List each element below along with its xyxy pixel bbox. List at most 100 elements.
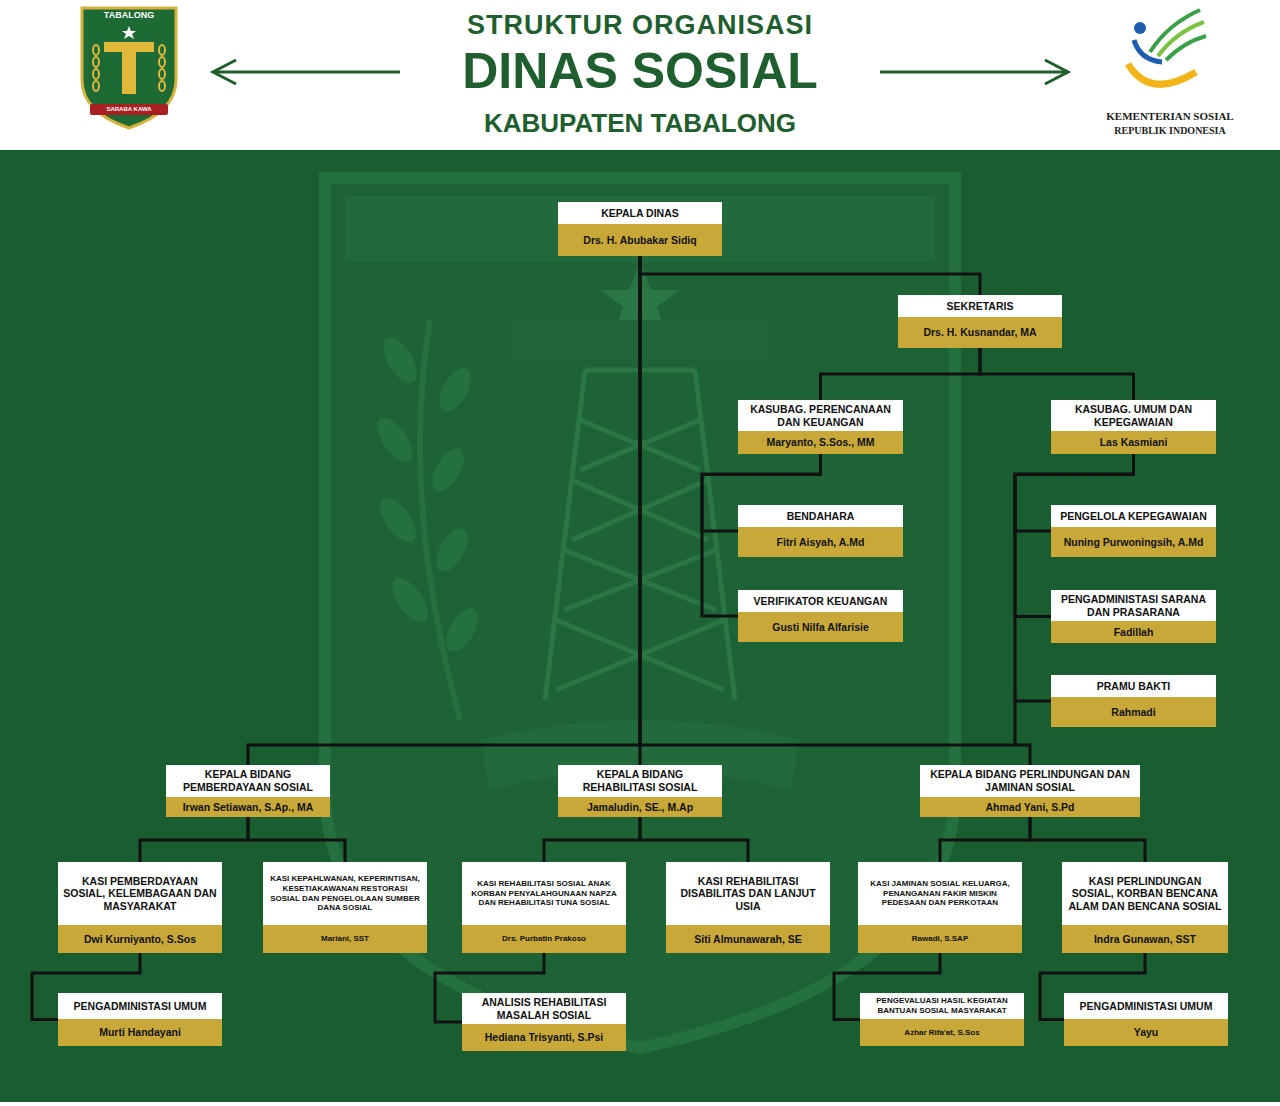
org-connector: [640, 256, 980, 295]
position-title: KASI REHABILITASI DISABILITAS DAN LANJUT…: [666, 862, 830, 925]
org-box: PENGADMINISTASI UMUMMurti Handayani: [58, 993, 222, 1046]
position-title: PENGELOLA KEPEGAWAIAN: [1051, 505, 1216, 527]
org-connector: [1015, 454, 1134, 701]
position-title: PENGADMINISTASI SARANA DAN PRASARANA: [1051, 590, 1216, 621]
org-box: KEPALA BIDANG PEMBERDAYAAN SOSIALIrwan S…: [166, 765, 330, 817]
org-box: KASUBAG. PERENCANAAN DAN KEUANGANMaryant…: [738, 400, 903, 454]
arrow-head: [1045, 60, 1068, 84]
chart-title: STRUKTUR ORGANISASI: [340, 12, 940, 39]
org-box: KASI REHABILITASI DISABILITAS DAN LANJUT…: [666, 862, 830, 953]
chain-link: [93, 81, 99, 91]
org-connector: [821, 348, 981, 400]
main-title: DINAS SOSIAL: [340, 46, 940, 96]
official-name: Drs. Purbatin Prakoso: [462, 925, 626, 953]
org-box: SEKRETARISDrs. H. Kusnandar, MA: [898, 295, 1062, 348]
position-title: BENDAHARA: [738, 505, 903, 527]
chain-link: [159, 45, 165, 55]
org-box: PENGADMINISTASI UMUMYayu: [1064, 993, 1228, 1046]
position-title: KASUBAG. PERENCANAAN DAN KEUANGAN: [738, 400, 903, 431]
position-title: KASI REHABILITASI SOSIAL ANAK KORBAN PEN…: [462, 862, 626, 925]
org-box: BENDAHARAFitri Aisyah, A.Md: [738, 505, 903, 557]
official-name: Jamaludin, SE., M.Ap: [558, 797, 722, 817]
position-title: PENGEVALUASI HASIL KEGIATAN BANTUAN SOSI…: [860, 993, 1024, 1019]
org-box: KASI PEMBERDAYAAN SOSIAL, KELEMBAGAAN DA…: [58, 862, 222, 953]
org-box: KEPALA BIDANG REHABILITASI SOSIALJamalud…: [558, 765, 722, 817]
position-title: KEPALA BIDANG PERLINDUNGAN DAN JAMINAN S…: [920, 765, 1140, 797]
arrow-head: [213, 60, 236, 84]
chain-link: [93, 69, 99, 79]
official-name: Rahmadi: [1051, 697, 1216, 727]
org-box: KEPALA BIDANG PERLINDUNGAN DAN JAMINAN S…: [920, 765, 1140, 817]
official-name: Indra Gunawan, SST: [1062, 925, 1228, 953]
org-box: PENGELOLA KEPEGAWAIANNuning Purwoningsih…: [1051, 505, 1216, 557]
official-name: Irwan Setiawan, S.Ap., MA: [166, 797, 330, 817]
arrow-shaft: [880, 71, 1068, 74]
watermark-leaves: [370, 320, 484, 720]
ministry-name: KEMENTERIAN SOSIAL: [1070, 111, 1270, 122]
position-title: KASI PEMBERDAYAAN SOSIAL, KELEMBAGAAN DA…: [58, 862, 222, 925]
position-title: KEPALA BIDANG REHABILITASI SOSIAL: [558, 765, 722, 797]
official-name: Drs. H. Abubakar Sidiq: [558, 224, 722, 256]
official-name: Maryanto, S.Sos., MM: [738, 431, 903, 454]
org-box: PENGADMINISTASI SARANA DAN PRASARANAFadi…: [1051, 590, 1216, 643]
logo-ribbon: [90, 104, 168, 115]
position-title: VERIFIKATOR KEUANGAN: [738, 590, 903, 612]
logo-t: [122, 52, 136, 94]
position-title: ANALISIS REHABILITASI MASALAH SOSIAL: [462, 993, 626, 1024]
org-box: PENGEVALUASI HASIL KEGIATAN BANTUAN SOSI…: [860, 993, 1024, 1046]
official-name: Nuning Purwoningsih, A.Md: [1051, 527, 1216, 557]
official-name: Azhar Rifa'at, S.Sos: [860, 1019, 1024, 1046]
leaf: [385, 572, 434, 628]
leaf: [426, 443, 471, 497]
org-box: KASI PERLINDUNGAN SOSIAL, KORBAN BENCANA…: [1062, 862, 1228, 953]
org-box: VERIFIKATOR KEUANGANGusti Nilfa Alfarisi…: [738, 590, 903, 642]
official-name: Mariani, SST: [263, 925, 427, 953]
position-title: KASI JAMINAN SOSIAL KELUARGA, PENANGANAN…: [858, 862, 1022, 925]
chain-link: [93, 45, 99, 55]
leaf: [373, 492, 422, 548]
official-name: Hediana Trisyanti, S.Psi: [462, 1024, 626, 1051]
org-box: KASI REHABILITASI SOSIAL ANAK KORBAN PEN…: [462, 862, 626, 953]
position-title: PENGADMINISTASI UMUM: [58, 993, 222, 1019]
position-title: KASI KEPAHLWANAN, KEPERINTISAN, KESETIAK…: [263, 862, 427, 925]
org-box: KEPALA DINASDrs. H. Abubakar Sidiq: [558, 202, 722, 256]
logo-head: [1134, 22, 1146, 34]
position-title: KEPALA BIDANG PEMBERDAYAAN SOSIAL: [166, 765, 330, 797]
logo-chain: [93, 45, 165, 91]
official-name: Siti Almunawarah, SE: [666, 925, 830, 953]
watermark-bar: [478, 400, 522, 700]
chain-link: [93, 57, 99, 67]
leaf: [440, 603, 485, 657]
official-name: Drs. H. Kusnandar, MA: [898, 317, 1062, 348]
org-box: KASUBAG. UMUM DAN KEPEGAWAIANLas Kasmian…: [1051, 400, 1216, 454]
org-box: PRAMU BAKTIRahmadi: [1051, 675, 1216, 727]
watermark-band: [345, 196, 935, 262]
ministry-name: REPUBLIK INDONESIA: [1070, 126, 1270, 136]
logo-t: [104, 42, 154, 52]
official-name: Fitri Aisyah, A.Md: [738, 527, 903, 557]
logo-motto: SARABA KAWA: [90, 106, 168, 112]
org-connector: [248, 817, 345, 862]
logo-text: TABALONG: [84, 11, 174, 20]
official-name: Dwi Kurniyanto, S.Sos: [58, 925, 222, 953]
position-title: KEPALA DINAS: [558, 202, 722, 224]
tabalong-logo: [82, 8, 176, 128]
org-box: KASI JAMINAN SOSIAL KELUARGA, PENANGANAN…: [858, 862, 1022, 953]
chain-link: [159, 57, 165, 67]
official-name: Rawadi, S.SAP: [858, 925, 1022, 953]
logo-shield: [82, 8, 176, 128]
chain-link: [159, 81, 165, 91]
logo-bowl: [1128, 64, 1196, 84]
official-name: Fadillah: [1051, 621, 1216, 643]
org-box: KASI KEPAHLWANAN, KEPERINTISAN, KESETIAK…: [263, 862, 427, 953]
org-connector: [544, 817, 640, 862]
org-connector: [640, 817, 748, 862]
leaf: [433, 363, 478, 417]
position-title: KASUBAG. UMUM DAN KEPEGAWAIAN: [1051, 400, 1216, 431]
subtitle: KABUPATEN TABALONG: [340, 110, 940, 136]
org-connector: [1030, 817, 1145, 862]
official-name: Gusti Nilfa Alfarisie: [738, 612, 903, 642]
chain-link: [159, 69, 165, 79]
official-name: Murti Handayani: [58, 1019, 222, 1046]
leaf: [370, 412, 419, 468]
